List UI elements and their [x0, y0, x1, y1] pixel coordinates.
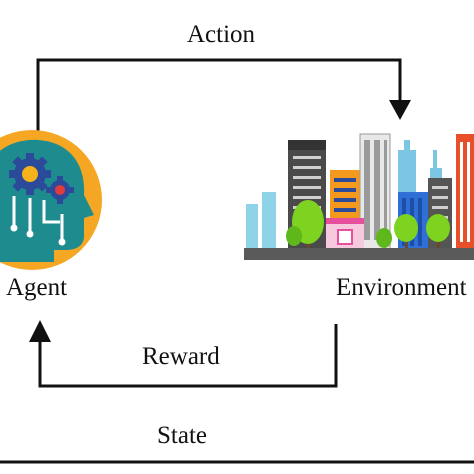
reward-arrow	[29, 320, 338, 388]
reward-label: Reward	[142, 343, 220, 370]
action-label: Action	[187, 21, 256, 48]
action-arrow	[36, 58, 411, 140]
agent-label: Agent	[6, 274, 68, 301]
environment-label: Environment	[336, 274, 467, 301]
state-label: State	[157, 422, 207, 449]
city-skyline-icon	[244, 133, 474, 260]
agent-head-gears-icon	[0, 130, 102, 270]
